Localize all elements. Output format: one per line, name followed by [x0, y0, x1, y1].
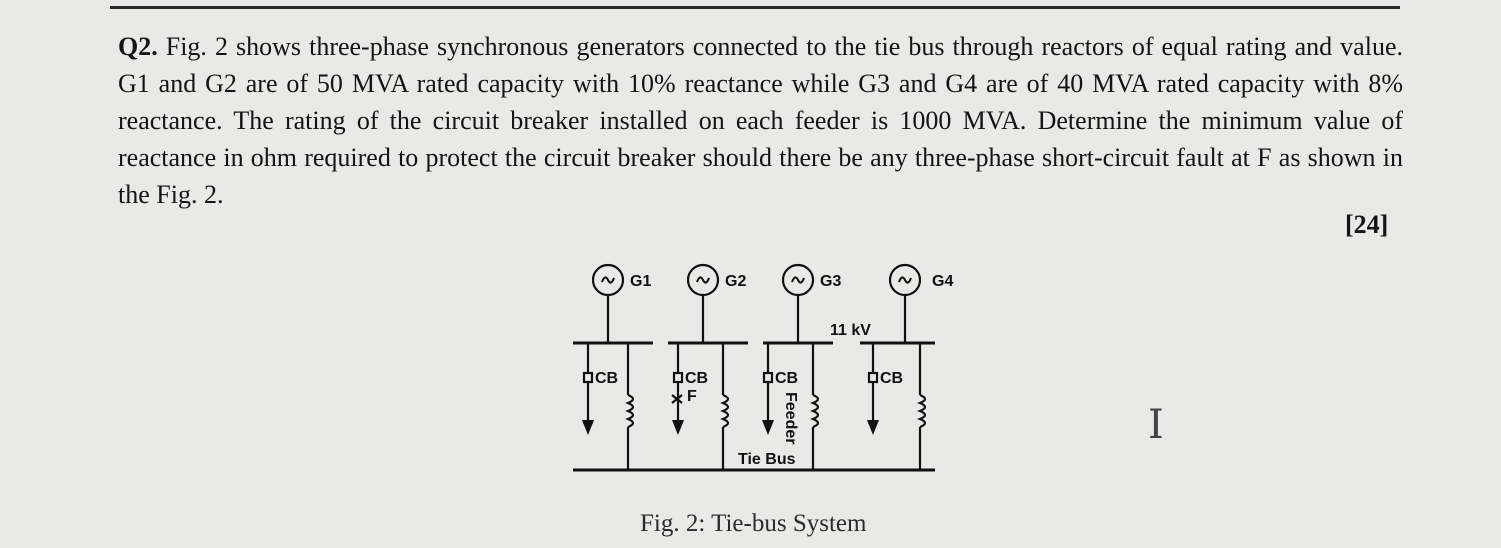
- label-tie-bus: Tie Bus: [738, 451, 796, 468]
- label-g3: G3: [820, 273, 841, 290]
- text-cursor-icon: I: [1148, 402, 1164, 448]
- figure-caption: Fig. 2: Tie-bus System: [640, 510, 867, 537]
- tie-bus-diagram: G1 G2 G3 G4 11 kV CB CB CB CB F Feeder T…: [573, 263, 953, 472]
- label-g4: G4: [932, 273, 953, 290]
- label-cb-2: CB: [685, 370, 708, 387]
- label-voltage: 11 kV: [830, 322, 871, 339]
- label-fault: F: [687, 388, 697, 405]
- label-feeder: Feeder: [782, 392, 799, 444]
- question-text: Fig. 2 shows three-phase synchronous gen…: [118, 32, 1403, 209]
- question-marks: [24]: [1345, 210, 1389, 239]
- label-g2: G2: [725, 273, 746, 290]
- label-g1: G1: [630, 273, 651, 290]
- label-cb-4: CB: [880, 370, 903, 387]
- tie-bus-figure: G1 G2 G3 G4 11 kV CB CB CB CB F Feeder T…: [560, 255, 960, 485]
- label-cb-1: CB: [595, 370, 618, 387]
- question-number: Q2.: [118, 32, 158, 61]
- top-rule: [110, 6, 1400, 9]
- label-cb-3: CB: [775, 370, 798, 387]
- question-block: Q2.Fig. 2 shows three-phase synchronous …: [118, 28, 1403, 213]
